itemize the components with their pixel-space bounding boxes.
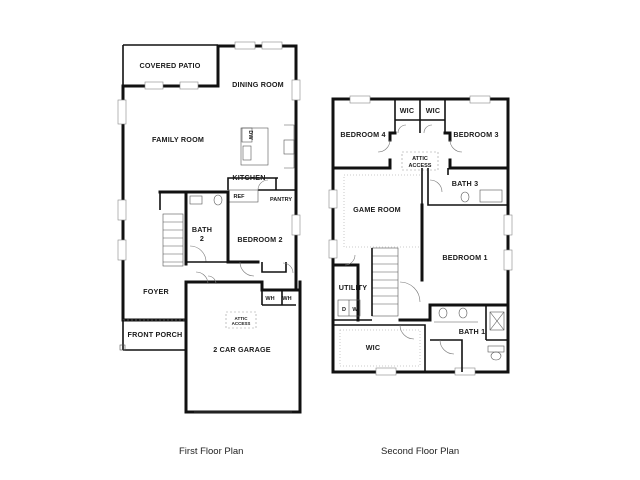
dining-room-label: DINING ROOM <box>232 80 284 89</box>
foyer-label: FOYER <box>143 287 169 296</box>
garage-attic-access-line-1: ATTIC <box>235 316 249 321</box>
bath-3-label: BATH 3 <box>452 179 479 188</box>
washer-label: W <box>352 307 358 313</box>
first-floor-caption: First Floor Plan <box>179 446 244 457</box>
bedroom-3-label: BEDROOM 3 <box>453 130 498 139</box>
water-heater-label-2: WH <box>282 296 291 302</box>
wic-bedroom-3-label: WIC <box>426 106 441 115</box>
second-attic-access-line-1: ATTIC <box>412 156 428 162</box>
dryer-label: D <box>342 307 346 313</box>
water-heater-label-1: WH <box>265 296 274 302</box>
master-wic-label: WIC <box>366 343 381 352</box>
bath-2-label-line-2: 2 <box>200 234 204 243</box>
first-floor-exterior-wall <box>121 84 220 322</box>
dishwasher-label: DW <box>247 130 253 140</box>
kitchen-label: KITCHEN <box>232 173 265 182</box>
second-floor-caption: Second Floor Plan <box>381 446 460 457</box>
refrigerator-label: REF <box>234 194 246 200</box>
second-floor-stairs <box>371 247 399 317</box>
utility-label: UTILITY <box>339 283 368 292</box>
second-attic-access-line-2: ACCESS <box>409 163 432 169</box>
family-room-label: FAMILY ROOM <box>152 135 204 144</box>
covered-patio-label: COVERED PATIO <box>139 61 200 70</box>
game-room-label: GAME ROOM <box>353 205 401 214</box>
bedroom-1-label: BEDROOM 1 <box>442 253 487 262</box>
kitchen-island <box>240 127 269 166</box>
bath-2-label-line-1: BATH <box>192 225 212 234</box>
first-floor-plan <box>117 41 302 414</box>
second-floor-plan <box>328 95 513 376</box>
garage-attic-access-line-2: ACCESS <box>232 321 251 326</box>
wic-bedroom-4-label: WIC <box>400 106 415 115</box>
pantry-label: PANTRY <box>270 197 292 203</box>
first-floor-stairs <box>162 213 184 267</box>
garage-label: 2 CAR GARAGE <box>213 345 271 354</box>
bedroom-4-label: BEDROOM 4 <box>340 130 385 139</box>
front-porch-label: FRONT PORCH <box>128 330 183 339</box>
bath-1-label: BATH 1 <box>459 327 486 336</box>
bedroom-2-label: BEDROOM 2 <box>237 235 282 244</box>
second-floor-exterior-wall <box>331 97 510 374</box>
